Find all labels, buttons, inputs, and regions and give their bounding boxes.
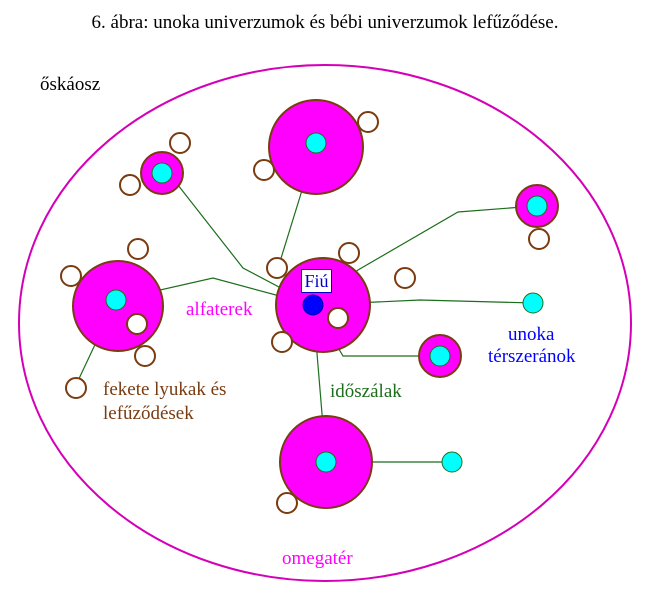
black-hole-inner: [327, 307, 349, 329]
grandchild-universe: [315, 451, 337, 473]
black-hole-inner: [126, 313, 148, 335]
son-node: [302, 294, 324, 316]
black-hole: [357, 111, 379, 133]
grandchild-universe: [151, 162, 173, 184]
black-hole: [338, 242, 360, 264]
grandchild-universe: [441, 451, 463, 473]
black-hole: [394, 267, 416, 289]
time-strands-label: időszálak: [330, 381, 402, 402]
grandchild-universe: [105, 289, 127, 311]
black-hole: [271, 331, 293, 353]
alphaspace-label: alfaterek: [186, 299, 253, 320]
black-hole: [276, 492, 298, 514]
son-label: Fiú: [301, 269, 332, 293]
black-holes-label-line1: fekete lyukak és: [103, 379, 227, 400]
black-hole: [127, 238, 149, 260]
black-hole: [253, 159, 275, 181]
black-hole: [65, 377, 87, 399]
grandchild-universe: [429, 345, 451, 367]
black-hole: [119, 174, 141, 196]
black-hole: [528, 228, 550, 250]
grandchild-universe: [522, 292, 544, 314]
black-holes-label-line2: lefűződések: [103, 403, 194, 424]
black-hole: [266, 257, 288, 279]
grandchild-universe: [305, 132, 327, 154]
omegaspace-label: omegatér: [282, 548, 353, 569]
grandchild-label-line2: térszeránok: [488, 346, 576, 367]
black-hole: [134, 345, 156, 367]
primordial-chaos-label: őskáosz: [40, 74, 101, 95]
primordial-chaos-ellipse: [18, 64, 632, 582]
figure-title: 6. ábra: unoka univerzumok és bébi unive…: [91, 12, 559, 33]
black-hole: [60, 265, 82, 287]
grandchild-label-line1: unoka: [508, 324, 555, 345]
grandchild-universe: [526, 195, 548, 217]
black-hole: [169, 132, 191, 154]
